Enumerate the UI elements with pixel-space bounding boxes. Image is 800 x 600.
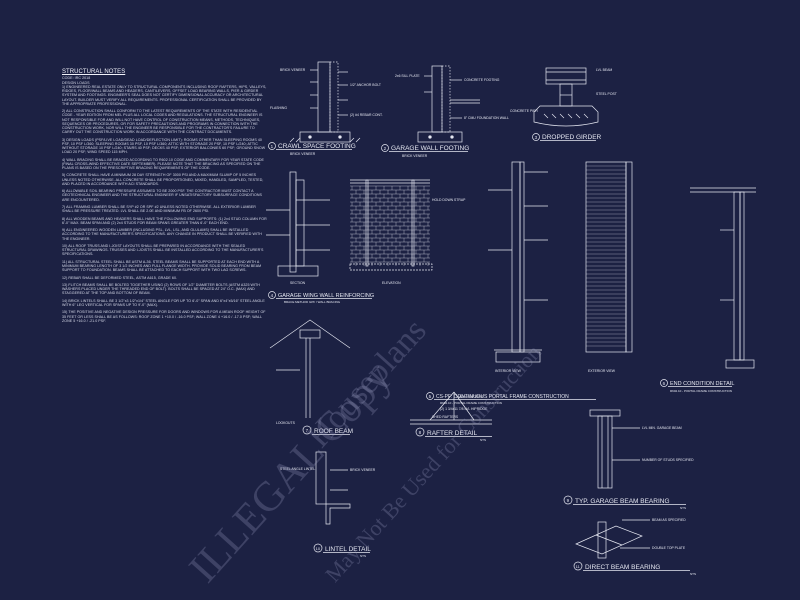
callout-sill-plate-2: 2x6 SILL PLATE	[395, 74, 420, 78]
callout-steel-post-3: STEEL POST	[596, 92, 617, 96]
detail-sub-garage-wall: BRICK VENEER	[402, 154, 428, 158]
view-label-interior: INTERIOR VIEW	[495, 369, 522, 373]
notes-code: CODE: IRC 2018	[62, 76, 91, 81]
detail-sub-portal: R602.10 - PORTAL FRAME CONSTRUCTION	[440, 401, 502, 405]
notes-title: STRUCTURAL NOTES	[62, 69, 126, 75]
detail-number-7: 7	[306, 428, 309, 433]
detail-title-direct-beam: DIRECT BEAM BEARING	[585, 564, 660, 571]
detail-title-lintel: LINTEL DETAIL	[325, 546, 371, 553]
dropped-girder-detail: LVL BEAM STEEL POST CONCRETE PIER 3 DROP…	[510, 67, 617, 141]
garage-wall-footing-detail: 2x6 SILL PLATE CONCRETE FOOTING 8" CMU F…	[381, 65, 509, 158]
detail-number-1: 1	[271, 144, 274, 149]
detail-title-roof-beam: ROOF BEAM	[314, 428, 353, 435]
structural-notes: STRUCTURAL NOTES CODE: IRC 2018 DESIGN L…	[62, 69, 267, 326]
detail-sub-lintel: NTS	[360, 554, 366, 558]
callout-hip-rafter: (2) 1 3/4x11 7/8 LVL HIPRIDGE	[440, 407, 488, 411]
note-paragraph: 13) FLITCH BEAMS SHALL BE BOLTED TOGETHE…	[62, 282, 260, 296]
detail-number-3: 3	[535, 135, 538, 140]
detail-title-end-condition: END CONDITION DETAIL	[670, 381, 734, 387]
callout-cmu-2: 8" CMU FOUNDATION WALL	[464, 116, 509, 120]
detail-sub-crawl: BRICK VENEER	[290, 152, 316, 156]
portal-frame-detail: INTERIOR VIEW EXTERIOR VIEW 5 CS-PF: CON…	[426, 161, 633, 405]
note-paragraph: 11) ALL STRUCTURAL STEEL SHALL BE ASTM A…	[62, 259, 262, 273]
detail-title-reinforcing: GARAGE WING WALL REINFORCING	[278, 293, 374, 299]
callout-lvl-garage: LVL MIN. GARAGE BEAM	[642, 426, 682, 430]
detail-number-8: 8	[419, 430, 422, 435]
detail-sub-garage-beam: NTS	[680, 506, 686, 510]
callout-anchor-bolt-1: 1/2" ANCHOR BOLT	[350, 83, 381, 87]
note-paragraph: 12) REBAR SHALL BE DEFORMED STEEL, ASTM …	[62, 275, 178, 280]
detail-title-garage-wall: GARAGE WALL FOOTING	[391, 145, 469, 152]
callout-steel-angle: STEEL ANGLE LINTEL	[280, 467, 315, 471]
detail-number-6: 6	[663, 381, 666, 386]
callout-lvl-beam-3: LVL BEAM	[596, 68, 612, 72]
callout-shed-rafters: SHED RAFTERS	[432, 415, 459, 419]
detail-title-girder: DROPPED GIRDER	[542, 134, 602, 141]
callout-pier-3: CONCRETE PIER	[510, 109, 538, 113]
lintel-detail: STEEL ANGLE LINTEL BRICK VENEER 10 LINTE…	[280, 451, 376, 558]
detail-title-garage-beam: TYP. GARAGE BEAM BEARING	[575, 498, 670, 505]
detail-sub-reinforcing: BRACE METHOD GPF / WALL BRACING	[284, 300, 341, 304]
wing-wall-reinforcing-detail: SECTION ELEVATION HOLD DOWN STRAP 4 GARA…	[266, 171, 466, 304]
view-label-lookout: LOOKOUTS	[276, 421, 296, 425]
end-condition-detail: 6 END CONDITION DETAIL R602.10 - PORTAL …	[660, 187, 756, 393]
callout-hold-down-4: HOLD DOWN STRAP	[432, 198, 466, 202]
detail-number-11: 11	[576, 564, 581, 569]
callout-concrete-2: CONCRETE FOOTING	[464, 78, 500, 82]
note-paragraph: 1) ENGINEERED REAL ESTATE ONLY TO STRUCT…	[62, 85, 267, 106]
callout-studs: NUMBER OF STUDS SPECIFIED	[642, 458, 694, 462]
note-paragraph: 7) ALL FRAMING LUMBER SHALL BE SYP #2 OR…	[62, 205, 256, 214]
detail-number-4: 4	[271, 293, 274, 298]
view-label-section: SECTION	[290, 281, 306, 285]
detail-sub-direct-beam: NTS	[690, 572, 696, 576]
note-paragraph: 15) THE POSITIVE AND NEGATIVE DESIGN PRE…	[62, 310, 266, 323]
detail-sub-end-condition: R602.10 - PORTAL FRAME CONSTRUCTION	[670, 389, 732, 393]
callout-beam-spec: BEAM AS SPECIFIED	[652, 518, 686, 522]
callout-rebar-1: (2) #4 REBAR CONT.	[350, 113, 383, 117]
callout-brick-veneer-10: BRICK VENEER	[350, 468, 376, 472]
note-paragraph: 2) ALL CONSTRUCTION SHALL CONFORM TO THE…	[62, 109, 263, 135]
note-paragraph: 4) WALL BRACING SHALL BE BRACED ACCORDIN…	[62, 157, 264, 171]
detail-number-5: 5	[429, 394, 432, 399]
callout-flashing-1: FLASHING	[270, 106, 287, 110]
note-paragraph: 9) ALL ENGINEERED WOODEN LUMBER (INCLUDI…	[62, 228, 262, 241]
detail-number-2: 2	[384, 146, 387, 151]
notes-design-loads: DESIGN LOADS	[62, 80, 90, 85]
note-paragraph: 8) ALL WOODEN BEAMS AND HEADERS SHALL HA…	[62, 216, 267, 225]
detail-title-rafter: RAFTER DETAIL	[427, 430, 477, 437]
note-paragraph: 14) BRICK LINTELS SHALL BE 3 1/2"x3 1/2"…	[62, 298, 265, 307]
notes-paragraphs: 1) ENGINEERED REAL ESTATE ONLY TO STRUCT…	[62, 85, 267, 323]
note-paragraph: 5) CONCRETE SHALL HAVE A MINIMUM 28 DAY …	[62, 173, 264, 186]
garage-beam-bearing-detail: LVL MIN. GARAGE BEAM NUMBER OF STUDS SPE…	[563, 409, 694, 510]
view-label-exterior: EXTERIOR VIEW	[588, 369, 616, 373]
rafter-detail: MAIN RAFTERS (2) 1 3/4x11 7/8 LVL HIPRID…	[410, 391, 492, 442]
detail-number-10: 10	[316, 546, 321, 551]
note-paragraph: 3) DESIGN LOADS (PSF/LIVE LOAD/DEAD LOAD…	[62, 137, 266, 155]
roof-beam-detail: LOOKOUTS 7 ROOF BEAM	[269, 319, 353, 435]
view-label-elevation: ELEVATION	[382, 281, 401, 285]
callout-main-rafters: MAIN RAFTERS	[458, 395, 484, 399]
detail-title-crawl: CRAWL SPACE FOOTING	[278, 143, 356, 150]
detail-sub-rafter: NTS	[480, 438, 486, 442]
callout-brick-veneer-1: BRICK VENEER	[280, 68, 306, 72]
callout-double-top: DOUBLE TOP PLATE	[652, 546, 686, 550]
direct-beam-bearing-detail: BEAM AS SPECIFIED DOUBLE TOP PLATE 11 DI…	[573, 518, 696, 576]
detail-title-portal: CS-PF: CONTINUOUS PORTAL FRAME CONSTRUCT…	[436, 394, 569, 400]
crawl-space-footing-detail: BRICK VENEER 1/2" ANCHOR BOLT (2) #4 REB…	[268, 61, 383, 156]
note-paragraph: 6) ALLOWABLE SOIL BEARING PRESSURE ASSUM…	[62, 189, 262, 202]
detail-number-9: 9	[567, 498, 570, 503]
note-paragraph: 10) ALL ROOF TRUSS AND I-JOIST LAYOUTS S…	[62, 244, 264, 257]
